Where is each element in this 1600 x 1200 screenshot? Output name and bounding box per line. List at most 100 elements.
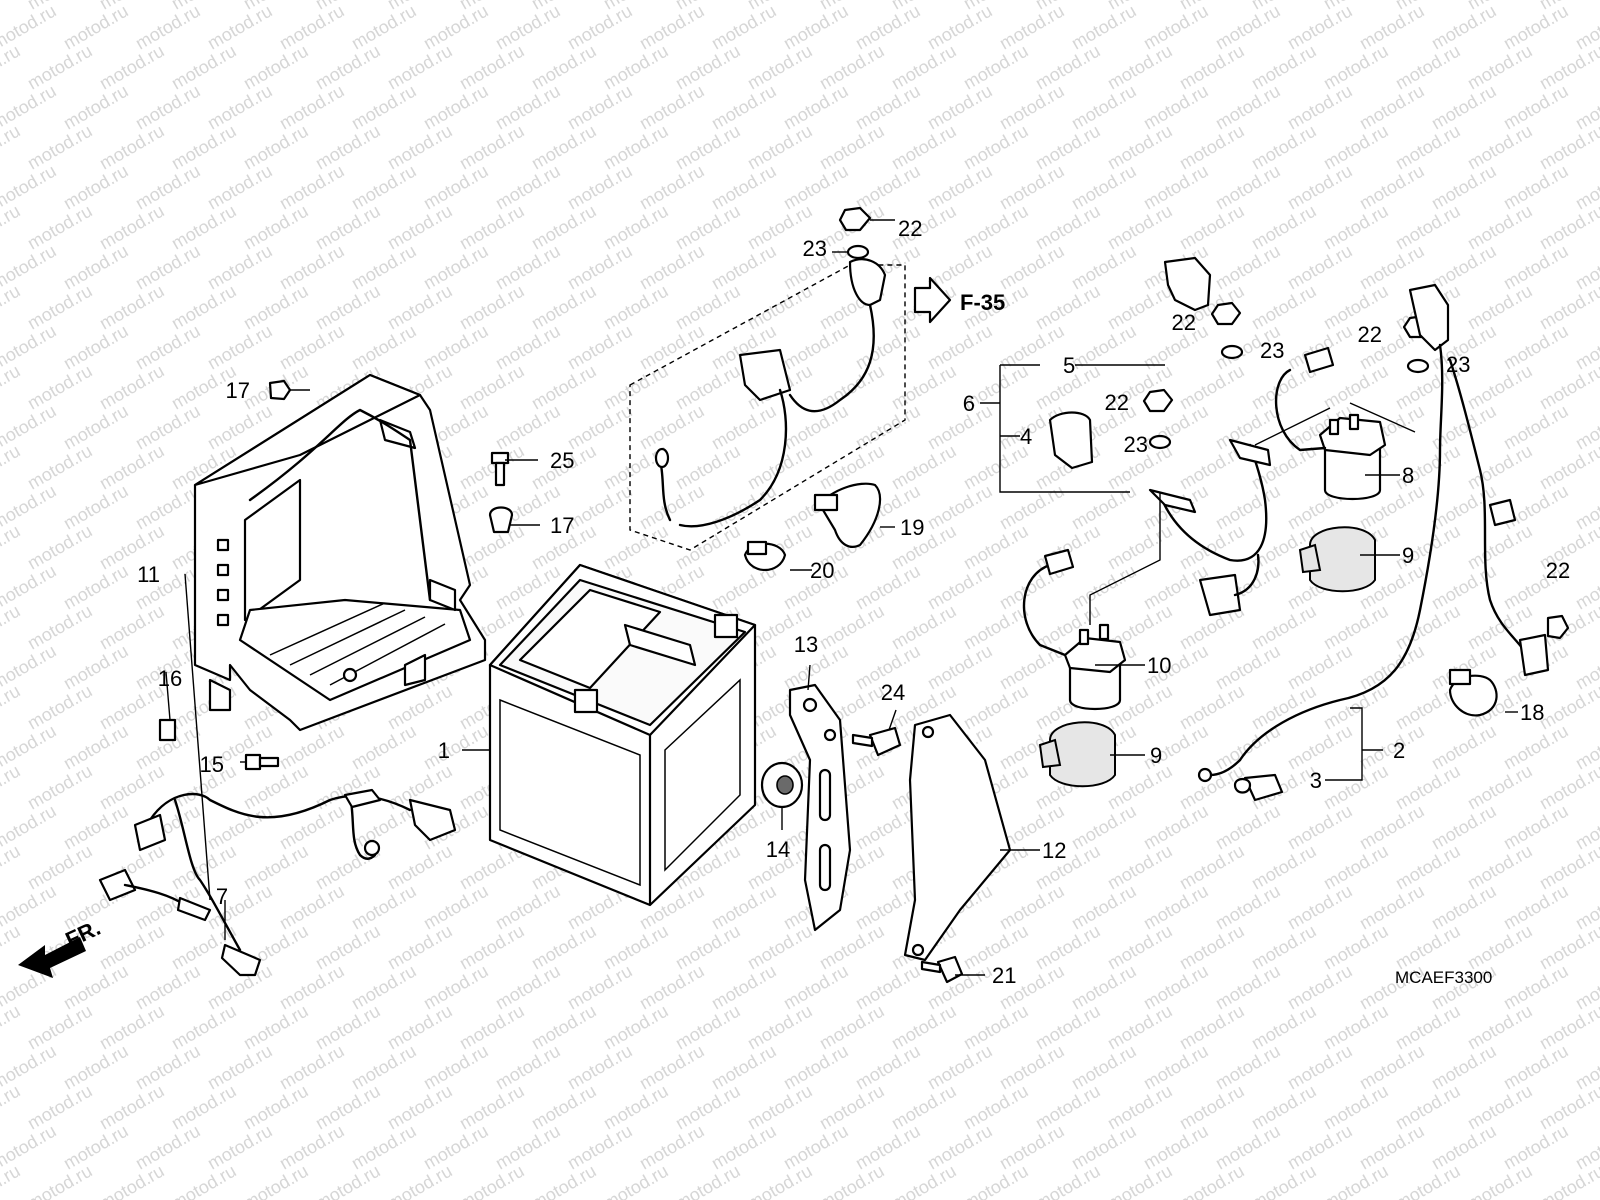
watermark-text: motod.ru (1212, 81, 1284, 134)
watermark-text: motod.ru (1104, 201, 1176, 254)
watermark-text: motod.ru (1140, 801, 1212, 854)
watermark-text: motod.ru (1464, 841, 1536, 894)
watermark-text: motod.ru (312, 761, 384, 814)
callout-5: 5 (1063, 353, 1075, 378)
watermark-text: motod.ru (0, 281, 24, 334)
watermark-text: motod.ru (24, 521, 96, 574)
watermark-text: motod.ru (528, 121, 600, 174)
watermark-text: motod.ru (1536, 681, 1600, 734)
watermark-text: motod.ru (1032, 281, 1104, 334)
watermark-text: motod.ru (816, 121, 888, 174)
callout-8: 8 (1402, 463, 1414, 488)
watermark-text: motod.ru (564, 961, 636, 1014)
watermark-text: motod.ru (420, 1041, 492, 1094)
watermark-text: motod.ru (528, 281, 600, 334)
watermark-text: motod.ru (1500, 1121, 1572, 1174)
watermark-text: motod.ru (888, 361, 960, 414)
watermark-text: motod.ru (636, 1121, 708, 1174)
watermark-text: motod.ru (60, 801, 132, 854)
watermark-text: motod.ru (888, 441, 960, 494)
watermark-text: motod.ru (0, 441, 24, 494)
watermark-text: motod.ru (960, 201, 1032, 254)
watermark-text: motod.ru (1248, 681, 1320, 734)
watermark-text: motod.ru (24, 841, 96, 894)
watermark-text: motod.ru (780, 401, 852, 454)
watermark-text: motod.ru (1464, 1001, 1536, 1054)
watermark-text: motod.ru (420, 721, 492, 774)
watermark-text: motod.ru (204, 1041, 276, 1094)
watermark-text: motod.ru (1464, 1161, 1536, 1200)
watermark-text: motod.ru (24, 441, 96, 494)
watermark-text: motod.ru (240, 1161, 312, 1200)
watermark-text: motod.ru (1140, 81, 1212, 134)
watermark-text: motod.ru (204, 321, 276, 374)
watermark-text: motod.ru (1392, 841, 1464, 894)
watermark-text: motod.ru (528, 921, 600, 974)
watermark-text: motod.ru (996, 81, 1068, 134)
watermark-text: motod.ru (1428, 161, 1500, 214)
watermark-text: motod.ru (1356, 81, 1428, 134)
watermark-text: motod.ru (636, 1041, 708, 1094)
watermark-text: motod.ru (1356, 1121, 1428, 1174)
reference-label: F-35 (960, 290, 1005, 315)
watermark-text: motod.ru (420, 1121, 492, 1174)
watermark-text: motod.ru (420, 161, 492, 214)
watermark-text: motod.ru (0, 121, 24, 174)
watermark-text: motod.ru (168, 1081, 240, 1134)
watermark-text: motod.ru (132, 321, 204, 374)
watermark-text: motod.ru (1104, 841, 1176, 894)
watermark-text: motod.ru (420, 321, 492, 374)
watermark-text: motod.ru (1068, 161, 1140, 214)
watermark-text: motod.ru (24, 201, 96, 254)
watermark-text: motod.ru (1428, 241, 1500, 294)
watermark-text: motod.ru (1284, 801, 1356, 854)
watermark-text: motod.ru (1392, 1161, 1464, 1200)
watermark-text: motod.ru (132, 1, 204, 54)
watermark-text: motod.ru (600, 361, 672, 414)
watermark-text: motod.ru (1284, 161, 1356, 214)
watermark-text: motod.ru (60, 81, 132, 134)
watermark-text: motod.ru (1320, 201, 1392, 254)
watermark-text: motod.ru (1428, 801, 1500, 854)
watermark-text: motod.ru (564, 81, 636, 134)
watermark-text: motod.ru (1536, 121, 1600, 174)
watermark-text: motod.ru (996, 641, 1068, 694)
bolt-21-drawing (920, 955, 964, 984)
watermark-text: motod.ru (348, 881, 420, 934)
watermark-text: motod.ru (600, 1081, 672, 1134)
watermark-text: motod.ru (1536, 201, 1600, 254)
watermark-text: motod.ru (1212, 241, 1284, 294)
watermark-text: motod.ru (1104, 1161, 1176, 1200)
watermark-text: motod.ru (852, 1, 924, 54)
watermark-text: motod.ru (1212, 1, 1284, 54)
watermark-text: motod.ru (1212, 961, 1284, 1014)
watermark-text: motod.ru (1320, 41, 1392, 94)
watermark-text: motod.ru (744, 1161, 816, 1200)
watermark-text: motod.ru (312, 1081, 384, 1134)
callout-10: 10 (1147, 653, 1171, 678)
watermark-text: motod.ru (1392, 761, 1464, 814)
watermark-text: motod.ru (852, 1041, 924, 1094)
watermark-text: motod.ru (1464, 1081, 1536, 1134)
watermark-text: motod.ru (492, 1041, 564, 1094)
watermark-text: motod.ru (1176, 921, 1248, 974)
watermark-text: motod.ru (384, 1081, 456, 1134)
callout-22-right: 22 (1358, 322, 1382, 347)
callout-23-mid: 23 (1260, 338, 1284, 363)
watermark-text: motod.ru (600, 921, 672, 974)
watermark-text: motod.ru (492, 961, 564, 1014)
watermark-text: motod.ru (996, 161, 1068, 214)
watermark-text: motod.ru (924, 481, 996, 534)
watermark-text: motod.ru (1428, 721, 1500, 774)
watermark-text: motod.ru (1284, 241, 1356, 294)
watermark-text: motod.ru (852, 321, 924, 374)
watermark-text: motod.ru (1500, 881, 1572, 934)
watermark-text: motod.ru (888, 1161, 960, 1200)
watermark-text: motod.ru (1248, 921, 1320, 974)
watermark-text: motod.ru (384, 201, 456, 254)
watermark-text: motod.ru (0, 41, 24, 94)
watermark-text: motod.ru (1464, 201, 1536, 254)
watermark-text: motod.ru (24, 1081, 96, 1134)
watermark-text: motod.ru (1320, 1001, 1392, 1054)
watermark-text: motod.ru (0, 0, 24, 13)
